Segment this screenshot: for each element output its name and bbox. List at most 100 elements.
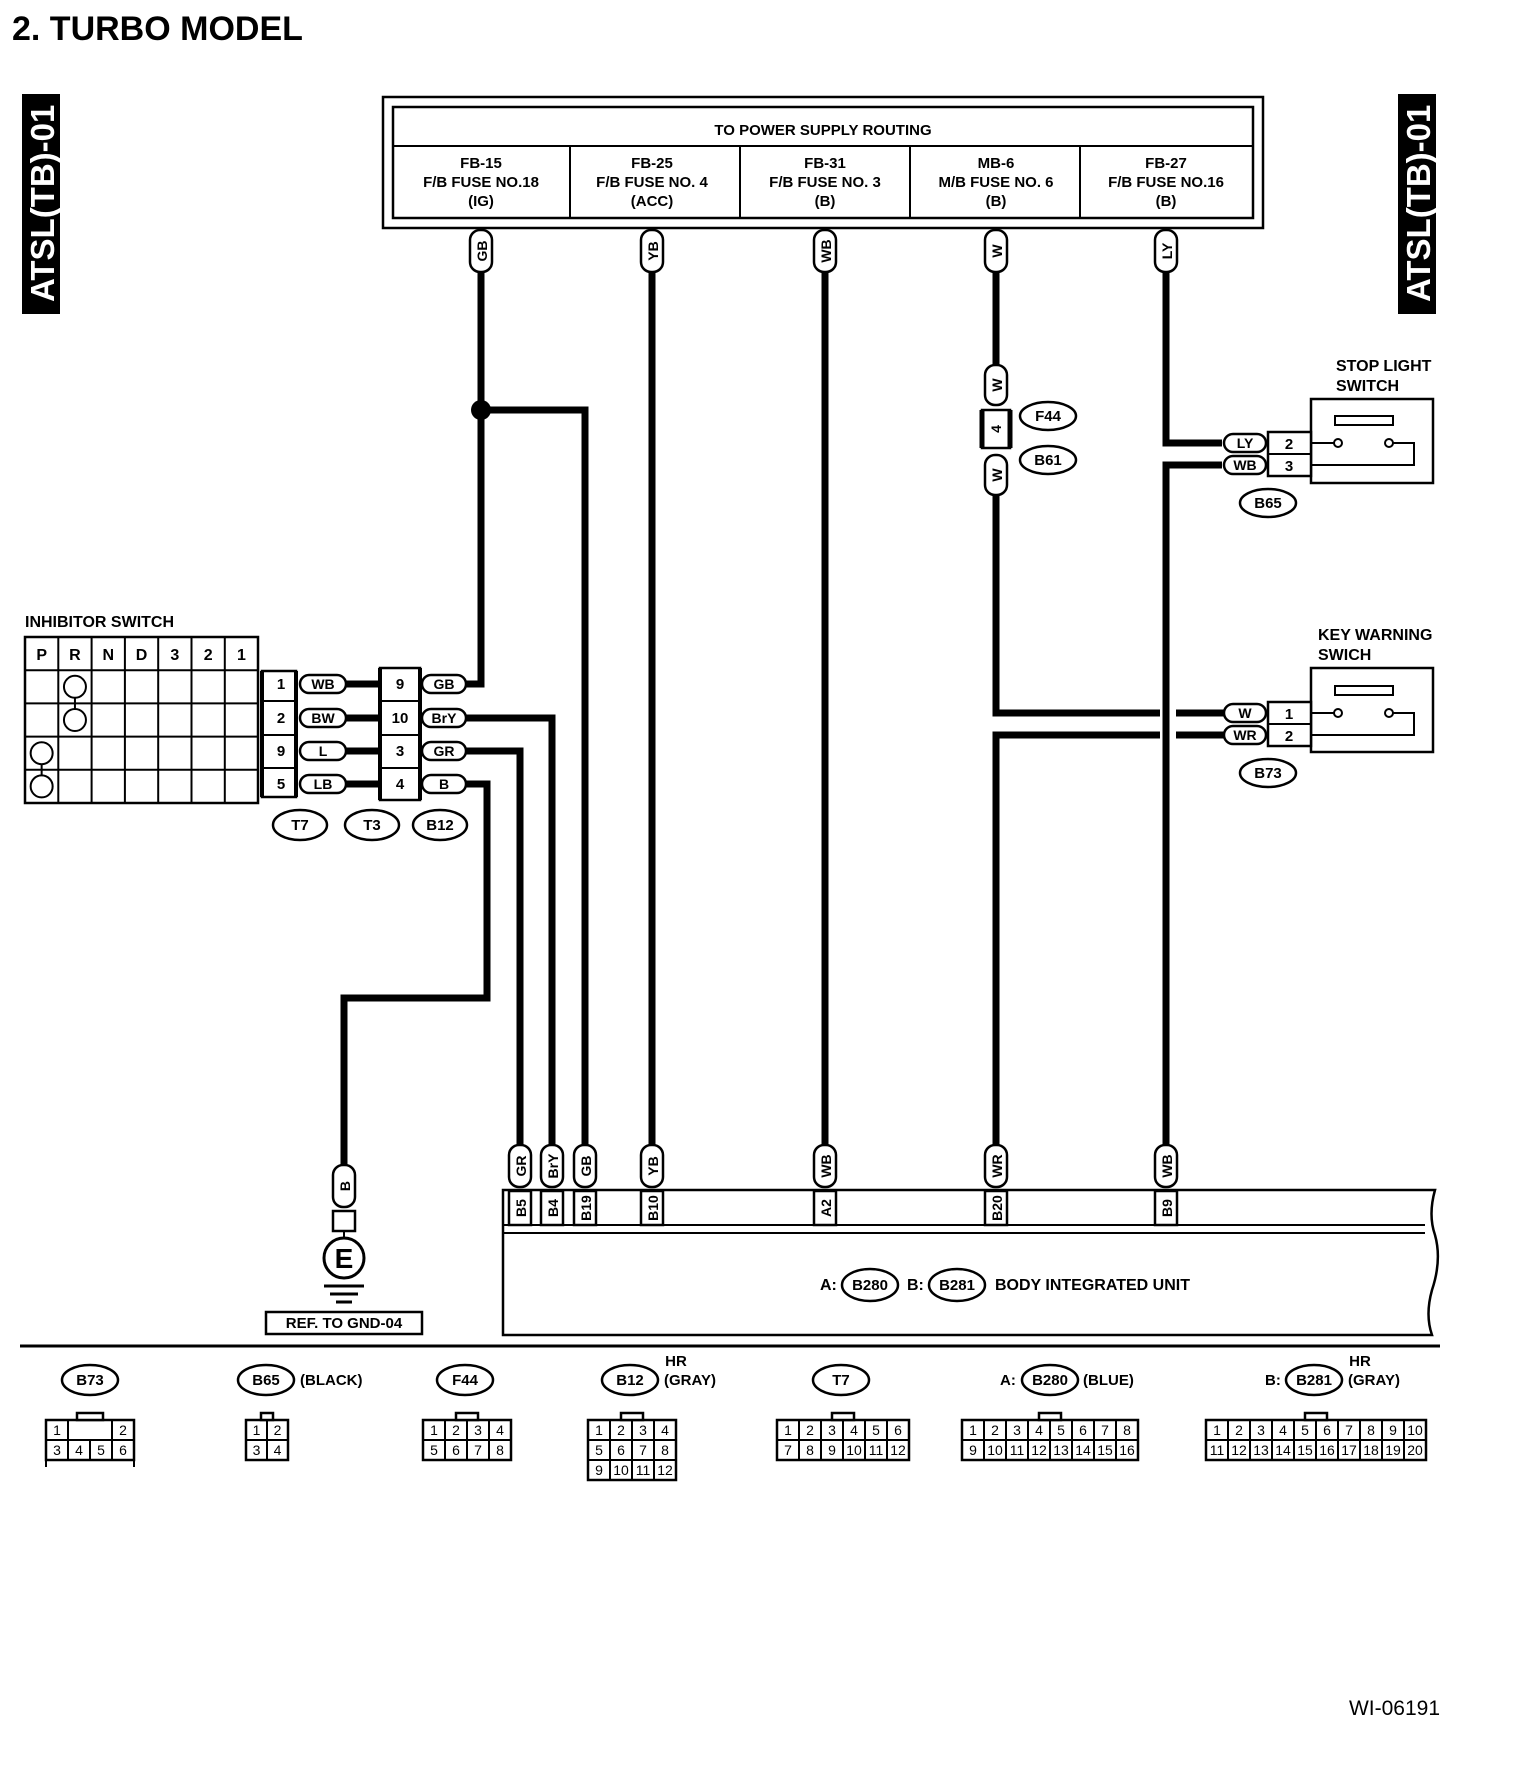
t7-wire-3: L xyxy=(319,743,328,759)
legend-t7-pin: 10 xyxy=(846,1442,862,1458)
t7-pin-1: 1 xyxy=(277,676,285,693)
b12-wire-3: GR xyxy=(434,743,455,759)
legend-b280-pin: 3 xyxy=(1013,1422,1021,1438)
legend-b281-note: (GRAY) xyxy=(1348,1372,1400,1389)
t7-pin-3: 9 xyxy=(277,743,285,760)
legend-b280-pin: 5 xyxy=(1057,1422,1065,1438)
power-supply-header: TO POWER SUPPLY ROUTING xyxy=(714,122,931,139)
legend-t7-name: T7 xyxy=(832,1372,850,1389)
legend-b281-pin: 14 xyxy=(1275,1442,1291,1458)
t7-wire-2: BW xyxy=(311,710,335,726)
tag-ly: LY xyxy=(1159,242,1175,259)
legend-b280-prefix: A: xyxy=(1000,1372,1016,1389)
biu-pin-6: B20 xyxy=(989,1195,1005,1221)
legend-b12-pin: 3 xyxy=(639,1422,647,1438)
legend-b73-name: B73 xyxy=(76,1372,104,1389)
legend-b280-pin: 13 xyxy=(1053,1442,1069,1458)
legend-b12-hr: HR xyxy=(665,1353,687,1370)
legend-b280-name: B280 xyxy=(1032,1372,1068,1389)
connector-b73-label: B73 xyxy=(1254,765,1282,782)
legend-t7-pin: 1 xyxy=(784,1422,792,1438)
fuse-2-line1: FB-25 xyxy=(631,155,673,172)
b12-wire-1: GB xyxy=(434,676,455,692)
legend-f44-pin: 3 xyxy=(474,1422,482,1438)
legend-f44-pin: 5 xyxy=(430,1442,438,1458)
legend-b281-pin: 8 xyxy=(1367,1422,1375,1438)
wire-w-lower xyxy=(992,495,1160,717)
fuse-5-line1: FB-27 xyxy=(1145,155,1187,172)
legend-b12-pin: 7 xyxy=(639,1442,647,1458)
key-pin-1: 1 xyxy=(1285,706,1293,723)
t7-wire-1: WB xyxy=(311,676,334,692)
legend-b280-pin: 12 xyxy=(1031,1442,1047,1458)
b12-pin-4: 4 xyxy=(396,776,405,793)
page-title: 2. TURBO MODEL xyxy=(12,10,303,48)
legend-b281-pin: 4 xyxy=(1279,1422,1287,1438)
legend-t7-pin: 11 xyxy=(869,1442,884,1458)
inhibitor-label: INHIBITOR SWITCH xyxy=(25,614,174,631)
legend-b281-pin: 12 xyxy=(1231,1442,1247,1458)
legend-b12-pin: 10 xyxy=(613,1462,629,1478)
legend-b12-pin: 2 xyxy=(617,1422,625,1438)
biu-wire-5: WB xyxy=(818,1154,834,1177)
biu-wire-4: YB xyxy=(645,1156,661,1175)
f44-pin: 4 xyxy=(988,425,1004,433)
legend-b73-pin: 2 xyxy=(119,1422,127,1438)
biu-pin-5: A2 xyxy=(818,1199,834,1217)
wire-ly xyxy=(1162,272,1222,447)
fuse-2-line3: (ACC) xyxy=(631,193,674,210)
biu-wire-7: WB xyxy=(1159,1154,1175,1177)
inhibitor-position-3: N xyxy=(102,647,114,664)
connector-t3-label: T3 xyxy=(363,817,381,834)
inhibitor-position-2: R xyxy=(69,647,81,664)
b12-wire-2: BrY xyxy=(432,710,458,726)
inhibitor-position-4: D xyxy=(136,647,148,664)
f44-wire-bottom: W xyxy=(989,468,1005,482)
stop-wire-wb: WB xyxy=(1233,457,1256,473)
legend-b281-pin: 11 xyxy=(1210,1442,1225,1458)
legend-b281-pin: 6 xyxy=(1323,1422,1331,1438)
legend-b65-note: (BLACK) xyxy=(300,1372,362,1389)
legend-b281-hr: HR xyxy=(1349,1353,1371,1370)
stop-light-label-2: SWITCH xyxy=(1336,378,1399,395)
legend-b12-pin: 6 xyxy=(617,1442,625,1458)
ground-symbol-letter: E xyxy=(335,1243,354,1274)
side-tab-left-label: ATSL(TB)-01 xyxy=(24,105,61,302)
inhibitor-position-1: P xyxy=(36,647,47,664)
legend-b280-note: (BLUE) xyxy=(1083,1372,1134,1389)
legend-t7-pin: 2 xyxy=(806,1422,814,1438)
biu-pin-3: B19 xyxy=(578,1195,594,1221)
key-warning-label-2: SWICH xyxy=(1318,647,1371,664)
fuse-2-line2: F/B FUSE NO. 4 xyxy=(596,174,708,191)
connector-b12-label: B12 xyxy=(426,817,454,834)
stop-pin-2: 2 xyxy=(1285,436,1293,453)
legend-b281-pin: 20 xyxy=(1407,1442,1423,1458)
wire-wr xyxy=(992,731,1160,1145)
biu-pin-4: B10 xyxy=(645,1195,661,1221)
side-tab-right: ATSL(TB)-01 xyxy=(1398,94,1437,314)
biu-conn-b: B281 xyxy=(939,1277,975,1294)
connector-t7-label: T7 xyxy=(291,817,309,834)
tag-w: W xyxy=(989,244,1005,258)
biu-conn-a: B280 xyxy=(852,1277,888,1294)
key-wire-w: W xyxy=(1238,705,1252,721)
key-pin-2: 2 xyxy=(1285,728,1293,745)
b12-pin-3: 3 xyxy=(396,743,404,760)
legend-t7-pin: 3 xyxy=(828,1422,836,1438)
legend-f44-pin: 6 xyxy=(452,1442,460,1458)
t7-pin-2: 2 xyxy=(277,710,285,727)
legend-b12-pin: 4 xyxy=(661,1422,669,1438)
inhibitor-position-6: 2 xyxy=(204,647,213,664)
legend-b73-pin: 3 xyxy=(53,1442,61,1458)
legend-b12-name: B12 xyxy=(616,1372,644,1389)
connector-f44-label: F44 xyxy=(1035,408,1062,425)
stop-pin-3: 3 xyxy=(1285,458,1293,475)
biu-prefix-b: B: xyxy=(907,1277,924,1294)
key-warning-label-1: KEY WARNING xyxy=(1318,627,1432,644)
b12-pin-2: 10 xyxy=(392,710,409,727)
legend-b65-name: B65 xyxy=(252,1372,280,1389)
legend-b281-pin: 3 xyxy=(1257,1422,1265,1438)
